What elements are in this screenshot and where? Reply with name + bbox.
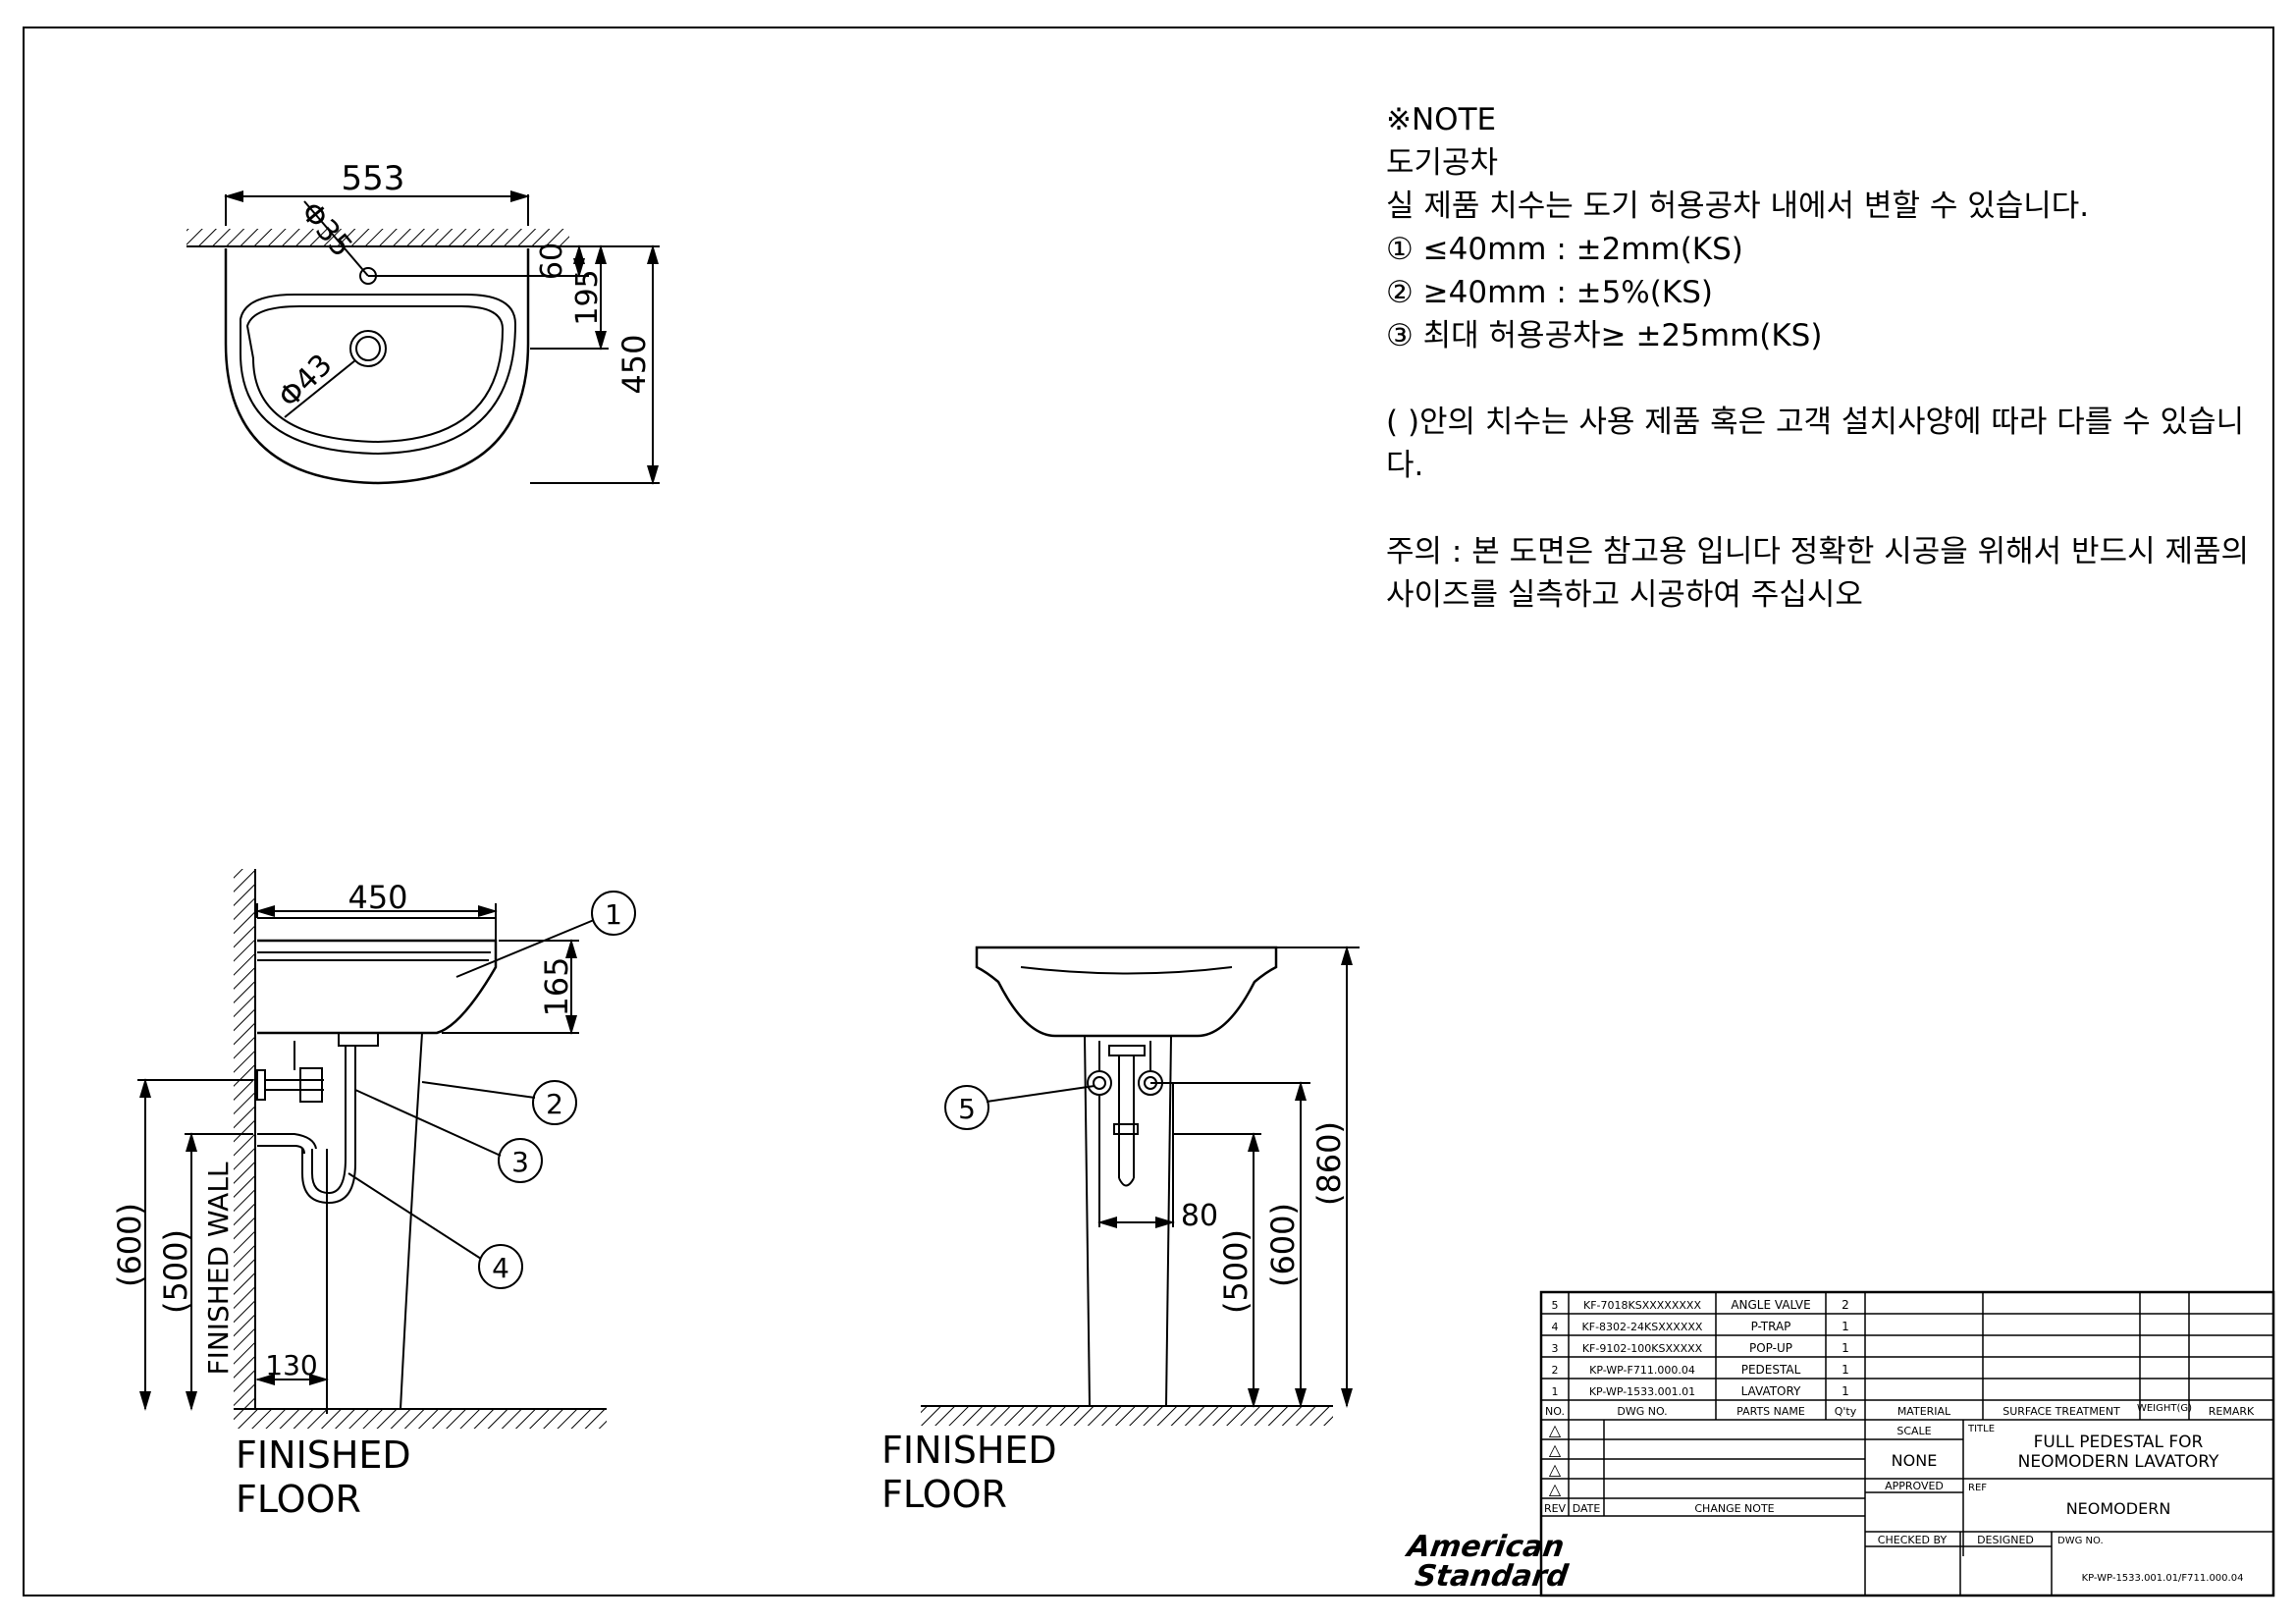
- note-line-1: 실 제품 치수는 도기 허용공차 내에서 변할 수 있습니다.: [1386, 189, 2090, 224]
- top-d195-label: 195: [570, 269, 605, 325]
- parts-row-3-name: POP-UP: [1749, 1341, 1792, 1355]
- front-h500-label: (500): [1217, 1229, 1255, 1314]
- note-tolerance-2: ② ≥40mm : ±5%(KS): [1386, 275, 1713, 310]
- side-h500-label: (500): [157, 1229, 194, 1314]
- parts-row-2-name: PEDESTAL: [1741, 1363, 1801, 1377]
- parts-row-2-qty: 1: [1842, 1363, 1849, 1377]
- top-width-label: 553: [342, 159, 405, 198]
- side-d130-label: 130: [265, 1349, 317, 1381]
- front-floor-label-1: FINISHED: [881, 1429, 1057, 1472]
- parts-header-dwg: DWG NO.: [1617, 1405, 1667, 1418]
- front-h600-label: (600): [1264, 1203, 1302, 1287]
- note-heading: ※NOTE: [1386, 102, 1497, 137]
- floor-hatch-side: [234, 1409, 607, 1429]
- side-h165-label: 165: [538, 956, 575, 1016]
- front-d80-label: 80: [1181, 1199, 1218, 1233]
- parts-row-1-no: 1: [1552, 1385, 1559, 1398]
- parts-row-1-qty: 1: [1842, 1384, 1849, 1398]
- top-d60-label: 60: [535, 243, 569, 280]
- note-paragraph-1: ( )안의 치수는 사용 제품 혹은 고객 설치사양에 따라 다를 수 있습니다…: [1386, 405, 2245, 483]
- balloon-1: 1: [605, 898, 622, 931]
- parts-row-5-no: 5: [1552, 1299, 1559, 1312]
- side-floor-label-1: FINISHED: [236, 1434, 411, 1477]
- checked-by-label: CHECKED BY: [1878, 1534, 1948, 1546]
- parts-row-3-qty: 1: [1842, 1341, 1849, 1355]
- parts-header-material: MATERIAL: [1897, 1405, 1951, 1418]
- top-phi43-label: Φ43: [272, 348, 339, 414]
- parts-row-4-name: P-TRAP: [1751, 1320, 1791, 1333]
- front-h860-label: (860): [1310, 1121, 1348, 1206]
- side-width-label: 450: [347, 879, 407, 916]
- ref-value: NEOMODERN: [2066, 1499, 2171, 1518]
- rev-mark-4: △: [1549, 1480, 1562, 1498]
- parts-row-5-qty: 2: [1842, 1298, 1849, 1312]
- title-label: TITLE: [1967, 1424, 1995, 1434]
- parts-row-3-dwg: KF-9102-100KSXXXXX: [1582, 1342, 1703, 1355]
- rev-label: REV: [1544, 1502, 1567, 1515]
- balloon-3: 3: [511, 1146, 529, 1178]
- parts-row-4-qty: 1: [1842, 1320, 1849, 1333]
- side-h600-label: (600): [111, 1203, 148, 1287]
- change-note-label: CHANGE NOTE: [1694, 1502, 1774, 1515]
- wall-hatch-side: [234, 869, 255, 1409]
- parts-row-3-no: 3: [1552, 1342, 1559, 1355]
- notes-block: ※NOTE 도기공차 실 제품 치수는 도기 허용공차 내에서 변할 수 있습니…: [1386, 98, 2250, 617]
- balloon-4: 4: [492, 1252, 509, 1284]
- logo-line-1: American: [1404, 1530, 1567, 1564]
- scale-value: NONE: [1892, 1451, 1938, 1470]
- title-line-1: FULL PEDESTAL FOR: [2034, 1433, 2204, 1452]
- note-tolerance-3: ③ 최대 허용공차≥ ±25mm(KS): [1386, 318, 1823, 353]
- parts-header-no: NO.: [1545, 1405, 1565, 1418]
- rev-mark-2: △: [1549, 1440, 1562, 1459]
- front-floor-label-2: FLOOR: [881, 1473, 1007, 1516]
- parts-row-2-no: 2: [1552, 1364, 1559, 1377]
- sheet-border: [23, 27, 2274, 1596]
- dwg-no-value: KP-WP-1533.001.01/F711.000.04: [2082, 1573, 2244, 1584]
- parts-row-4-dwg: KF-8302-24KSXXXXXX: [1582, 1321, 1703, 1333]
- parts-header-qty: Q'ty: [1835, 1405, 1857, 1418]
- designed-label: DESIGNED: [1977, 1534, 2034, 1546]
- parts-row-5-name: ANGLE VALVE: [1731, 1298, 1810, 1312]
- parts-row-2-dwg: KP-WP-F711.000.04: [1589, 1364, 1695, 1377]
- side-view: [137, 869, 636, 1429]
- wall-hatch-top: [187, 229, 569, 246]
- approved-label: APPROVED: [1885, 1480, 1944, 1492]
- logo-line-2: Standard: [1413, 1559, 1571, 1594]
- ref-label: REF: [1968, 1483, 1987, 1493]
- rev-mark-1: △: [1549, 1421, 1562, 1439]
- top-view: [187, 190, 660, 485]
- parts-row-1-dwg: KP-WP-1533.001.01: [1589, 1385, 1695, 1398]
- balloon-5: 5: [958, 1093, 976, 1125]
- date-label: DATE: [1573, 1502, 1601, 1515]
- side-floor-label-2: FLOOR: [236, 1478, 361, 1521]
- note-paragraph-2: 주의 : 본 도면은 참고용 입니다 정확한 시공을 위해서 반드시 제품의 사…: [1386, 534, 2250, 613]
- balloon-2: 2: [546, 1088, 563, 1120]
- dwg-no-label: DWG NO.: [2057, 1536, 2104, 1546]
- front-view: [921, 946, 1360, 1426]
- rev-mark-3: △: [1549, 1460, 1562, 1479]
- scale-label: SCALE: [1896, 1425, 1931, 1437]
- title-block: [1539, 1290, 2275, 1597]
- parts-header-surface: SURFACE TREATMENT: [2002, 1405, 2120, 1418]
- floor-hatch-front: [921, 1406, 1333, 1426]
- note-subheading: 도기공차: [1386, 145, 1499, 181]
- title-line-2: NEOMODERN LAVATORY: [2018, 1452, 2219, 1472]
- parts-header-remark: REMARK: [2209, 1405, 2255, 1418]
- top-d450-label: 450: [615, 334, 653, 394]
- parts-header-name: PARTS NAME: [1736, 1405, 1805, 1418]
- parts-header-weight: WEIGHT(G): [2137, 1403, 2192, 1414]
- finished-wall-label: FINISHED WALL: [202, 1162, 235, 1375]
- parts-row-1-name: LAVATORY: [1741, 1384, 1801, 1398]
- parts-row-5-dwg: KF-7018KSXXXXXXXX: [1583, 1299, 1701, 1312]
- parts-row-4-no: 4: [1552, 1321, 1559, 1333]
- note-tolerance-1: ① ≤40mm : ±2mm(KS): [1386, 232, 1743, 267]
